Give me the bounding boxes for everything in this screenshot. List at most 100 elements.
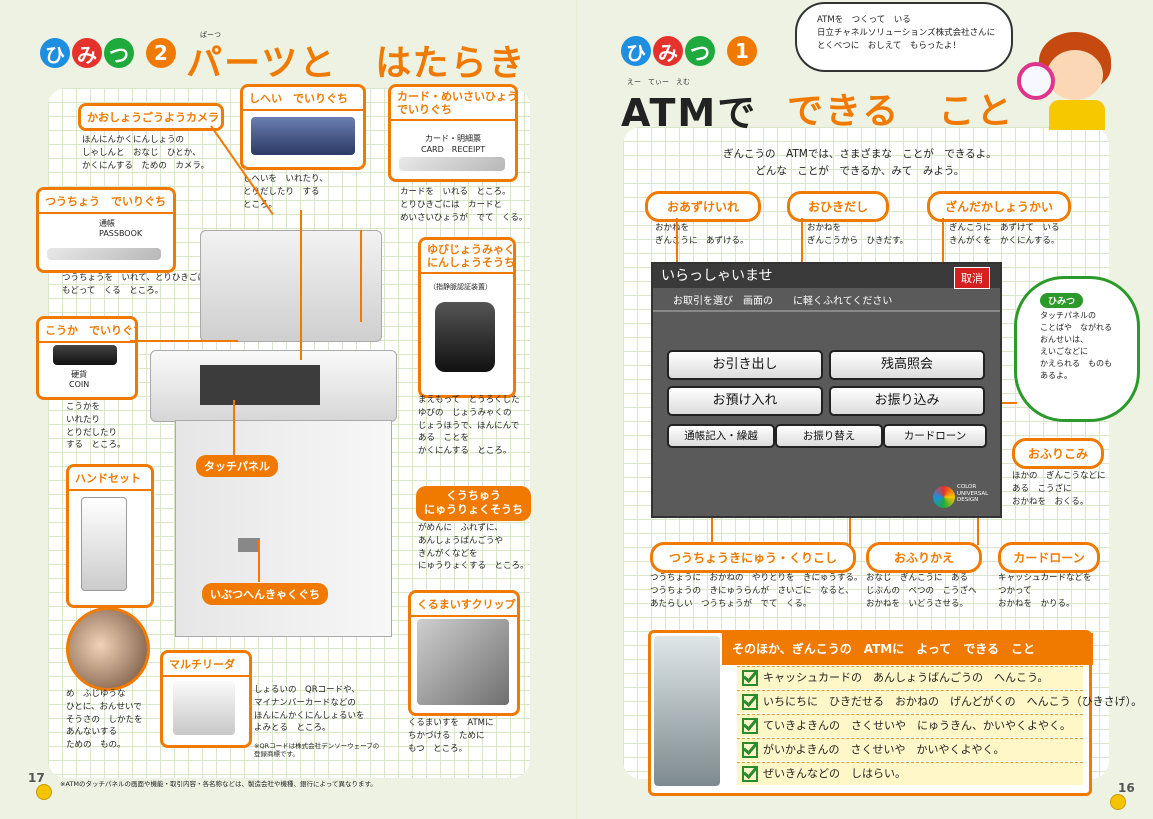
- card-slot-text: カード・明細票 CARD RECEIPT: [421, 134, 486, 154]
- coin-slot-box: こうか でいりぐち 硬貨 COIN: [36, 316, 138, 400]
- furikae-button[interactable]: お振り替え: [775, 424, 883, 448]
- cardloan-label: カードローン: [998, 542, 1100, 573]
- camera-desc: ほんにんかくにんしょうの しゃしんと おなじ ひとか、 かくにんする ための カ…: [82, 135, 210, 171]
- speech-bubble: [795, 2, 1013, 72]
- transfer-label: おふりこみ: [1012, 438, 1104, 469]
- wheelchair-label: くるまいすクリップ: [411, 593, 517, 617]
- coin-decoration-icon: [36, 784, 52, 800]
- multireader-photo: [173, 681, 235, 735]
- coin-desc: こうかを いれたり とりだしたり する ところ。: [66, 402, 126, 451]
- atm-photo: [654, 636, 720, 786]
- camera-label-box: かおしょうごうようカメラ: [78, 103, 224, 131]
- passbook-desc: つうちょうを いれて、とりひきごに もどって くる ところ。: [62, 273, 206, 296]
- card-desc: カードを いれる ところ。 とりひきごには カードと めいさいひょうが でて く…: [400, 187, 528, 223]
- withdraw-label: おひきだし: [787, 191, 889, 222]
- others-item: ていきよきんの さくせいや にゅうきん、かいやくよやく。: [737, 714, 1083, 737]
- title-ruby: ぱーつ: [200, 31, 221, 39]
- others-heading: そのほか、ぎんこうの ATMに よって できる こと: [722, 633, 1093, 665]
- woman-on-phone-photo: [66, 607, 150, 691]
- others-item-text: ていきよきんの さくせいや にゅうきん、かいやくよやく。: [763, 719, 1071, 732]
- multireader-desc: しょるいの QRコードや、 マイナンバーカードなどの ほんにんかくにんしょるいを…: [254, 685, 365, 734]
- himitsu-char-1: ひ: [621, 36, 651, 66]
- leader-line: [300, 210, 302, 360]
- contactless-desc: がめんに ふれずに、 あんしょうばんごうや きんがくなどを にゅうりょくする と…: [418, 523, 529, 572]
- passbook-slot-photo: [47, 248, 161, 260]
- withdraw-button[interactable]: お引き出し: [667, 350, 823, 380]
- vein-sub: （指静脈認証装置）: [429, 283, 492, 291]
- passbook-update-label: つうちょうきにゅう・くりこし: [650, 542, 856, 573]
- camera-label: かおしょうごうようカメラ: [81, 106, 221, 128]
- vein-desc: まえもって とうろくした ゆびの じょうみゃくの じょうほうで、ほんにんで ある…: [418, 395, 520, 456]
- handset-label: ハンドセット: [69, 467, 151, 491]
- vein-sensor-photo: [435, 302, 495, 372]
- title-atm: ATMで: [621, 91, 758, 135]
- coin-label: こうか でいりぐち: [39, 319, 135, 343]
- touch-panel-label: タッチパネル: [196, 455, 278, 477]
- leader-line: [360, 230, 362, 322]
- balance-button[interactable]: 残高照会: [829, 350, 985, 380]
- transfer-button[interactable]: お振り込み: [829, 386, 985, 416]
- withdraw-desc: おかねを ぎんこうから ひきだす。: [807, 223, 909, 246]
- card-label: カード・めいさいひょう でいりぐち: [391, 87, 515, 122]
- passbook-button[interactable]: 通帳記入・繰越: [667, 424, 775, 448]
- passbook-slot-text: 通帳 PASSBOOK: [99, 219, 143, 238]
- passbook-update-desc: つうちょうに おかねの やりとりを きにゅうする。 つうちょうの きにゅうらんが…: [650, 573, 863, 609]
- check-icon: [742, 718, 758, 734]
- others-item: ぜいきんなどの しはらい。: [737, 762, 1083, 785]
- card-slot-box: カード・めいさいひょう でいりぐち カード・明細票 CARD RECEIPT: [388, 84, 518, 182]
- check-icon: [742, 670, 758, 686]
- handset-desc: め ふじゆうな ひとに、おんせいで そうさの しかたを あんないする ための も…: [66, 689, 143, 750]
- wheelchair-desc: くるまいすを ATMに ちかづける ために もつ ところ。: [408, 718, 494, 754]
- wheelchair-clip-box: くるまいすクリップ: [408, 590, 520, 716]
- others-item-text: ぜいきんなどの しはらい。: [763, 767, 906, 780]
- girl-with-magnifier-icon: [1017, 30, 1129, 130]
- passbook-label: つうちょう でいりぐち: [39, 190, 173, 214]
- footnote: ※ATMのタッチパネルの画面や機能・取引内容・各名称などは、製造会社や機種、銀行…: [60, 780, 377, 788]
- others-item: いちにちに ひきだせる おかねの げんどがくの へんこう（ひきさげ）。: [737, 690, 1142, 713]
- coin-slot-photo: [53, 345, 117, 365]
- multireader-label: マルチリーダ: [163, 653, 249, 677]
- cardloan-button[interactable]: カードローン: [883, 424, 987, 448]
- cardloan-desc: キャッシュカードなどを つかって おかねを かりる。: [998, 573, 1092, 609]
- leader-line: [130, 340, 238, 342]
- leader-line: [258, 540, 260, 582]
- screen-instruction: お取引を選び 画面の に軽くふれてください: [673, 296, 893, 307]
- deposit-label: おあずけいれ: [645, 191, 761, 222]
- others-item-text: キャッシュカードの あんしょうばんごうの へんこう。: [763, 671, 1049, 684]
- tip-tag: ひみつ: [1040, 293, 1084, 308]
- intro-text: ぎんこうの ATMでは、さまざまな ことが できるよ。 どんな ことが できるか…: [723, 148, 997, 177]
- coin-decoration-icon: [1110, 794, 1126, 810]
- handset-box: ハンドセット: [66, 464, 154, 608]
- balance-desc: ぎんこうに あずけて いる きんがくを かくにんする。: [949, 223, 1060, 246]
- bill-label: しへい でいりぐち: [243, 87, 363, 111]
- left-page: ひ み つ 2 ぱーつ パーツと はたらき かおしょうごうようカメラ ほんにんか…: [0, 0, 576, 819]
- tip-text: タッチパネルの ことばや ながれる おんせいは、 えいごなどに かえられる もの…: [1040, 311, 1112, 380]
- himitsu-number: 1: [727, 36, 757, 66]
- others-item: キャッシュカードの あんしょうばんごうの へんこう。: [737, 666, 1083, 689]
- cancel-button[interactable]: 取消: [954, 267, 990, 289]
- leader-line: [233, 400, 235, 456]
- logo-text: COLOR UNIVERSAL DESIGN: [957, 484, 989, 504]
- qr-trademark-note: ※QRコードは株式会社デンソーウェーブの 登録商標です。: [254, 742, 380, 759]
- himitsu-char-2: み: [72, 38, 102, 68]
- page-title: パーツと はたらき: [186, 43, 527, 84]
- furikae-desc: おなじ ぎんこうに ある じぶんの べつの こうざへ おかねを いどうさせる。: [866, 573, 977, 609]
- himitsu-char-1: ひ: [40, 38, 70, 68]
- bill-slot-photo: [251, 117, 355, 155]
- title-ruby: えー てぃー えむ: [627, 78, 690, 86]
- check-icon: [742, 694, 758, 710]
- atm-touch-screen: いらっしゃいませ 取消 お取引を選び 画面の に軽くふれてください お引き出し …: [651, 262, 1002, 518]
- others-item-text: いちにちに ひきだせる おかねの げんどがくの へんこう（ひきさげ）。: [763, 695, 1143, 708]
- deposit-button[interactable]: お預け入れ: [667, 386, 823, 416]
- page-number: 17: [28, 771, 45, 785]
- furikae-label: おふりかえ: [866, 542, 982, 573]
- himitsu-char-2: み: [653, 36, 683, 66]
- color-universal-design-logo: [933, 486, 955, 508]
- multireader-box: マルチリーダ: [160, 650, 252, 748]
- others-item-text: がいかよきんの さくせいや かいやくよやく。: [763, 743, 1005, 756]
- check-icon: [742, 766, 758, 782]
- bill-desc: しへいを いれたり、 とりだしたり する ところ。: [243, 174, 328, 210]
- atm-machine-illustration: [150, 230, 400, 640]
- card-slot-photo: [399, 157, 505, 171]
- vein-sensor-box: ゆびじょうみゃく にんしょうそうち （指静脈認証装置）: [418, 237, 516, 398]
